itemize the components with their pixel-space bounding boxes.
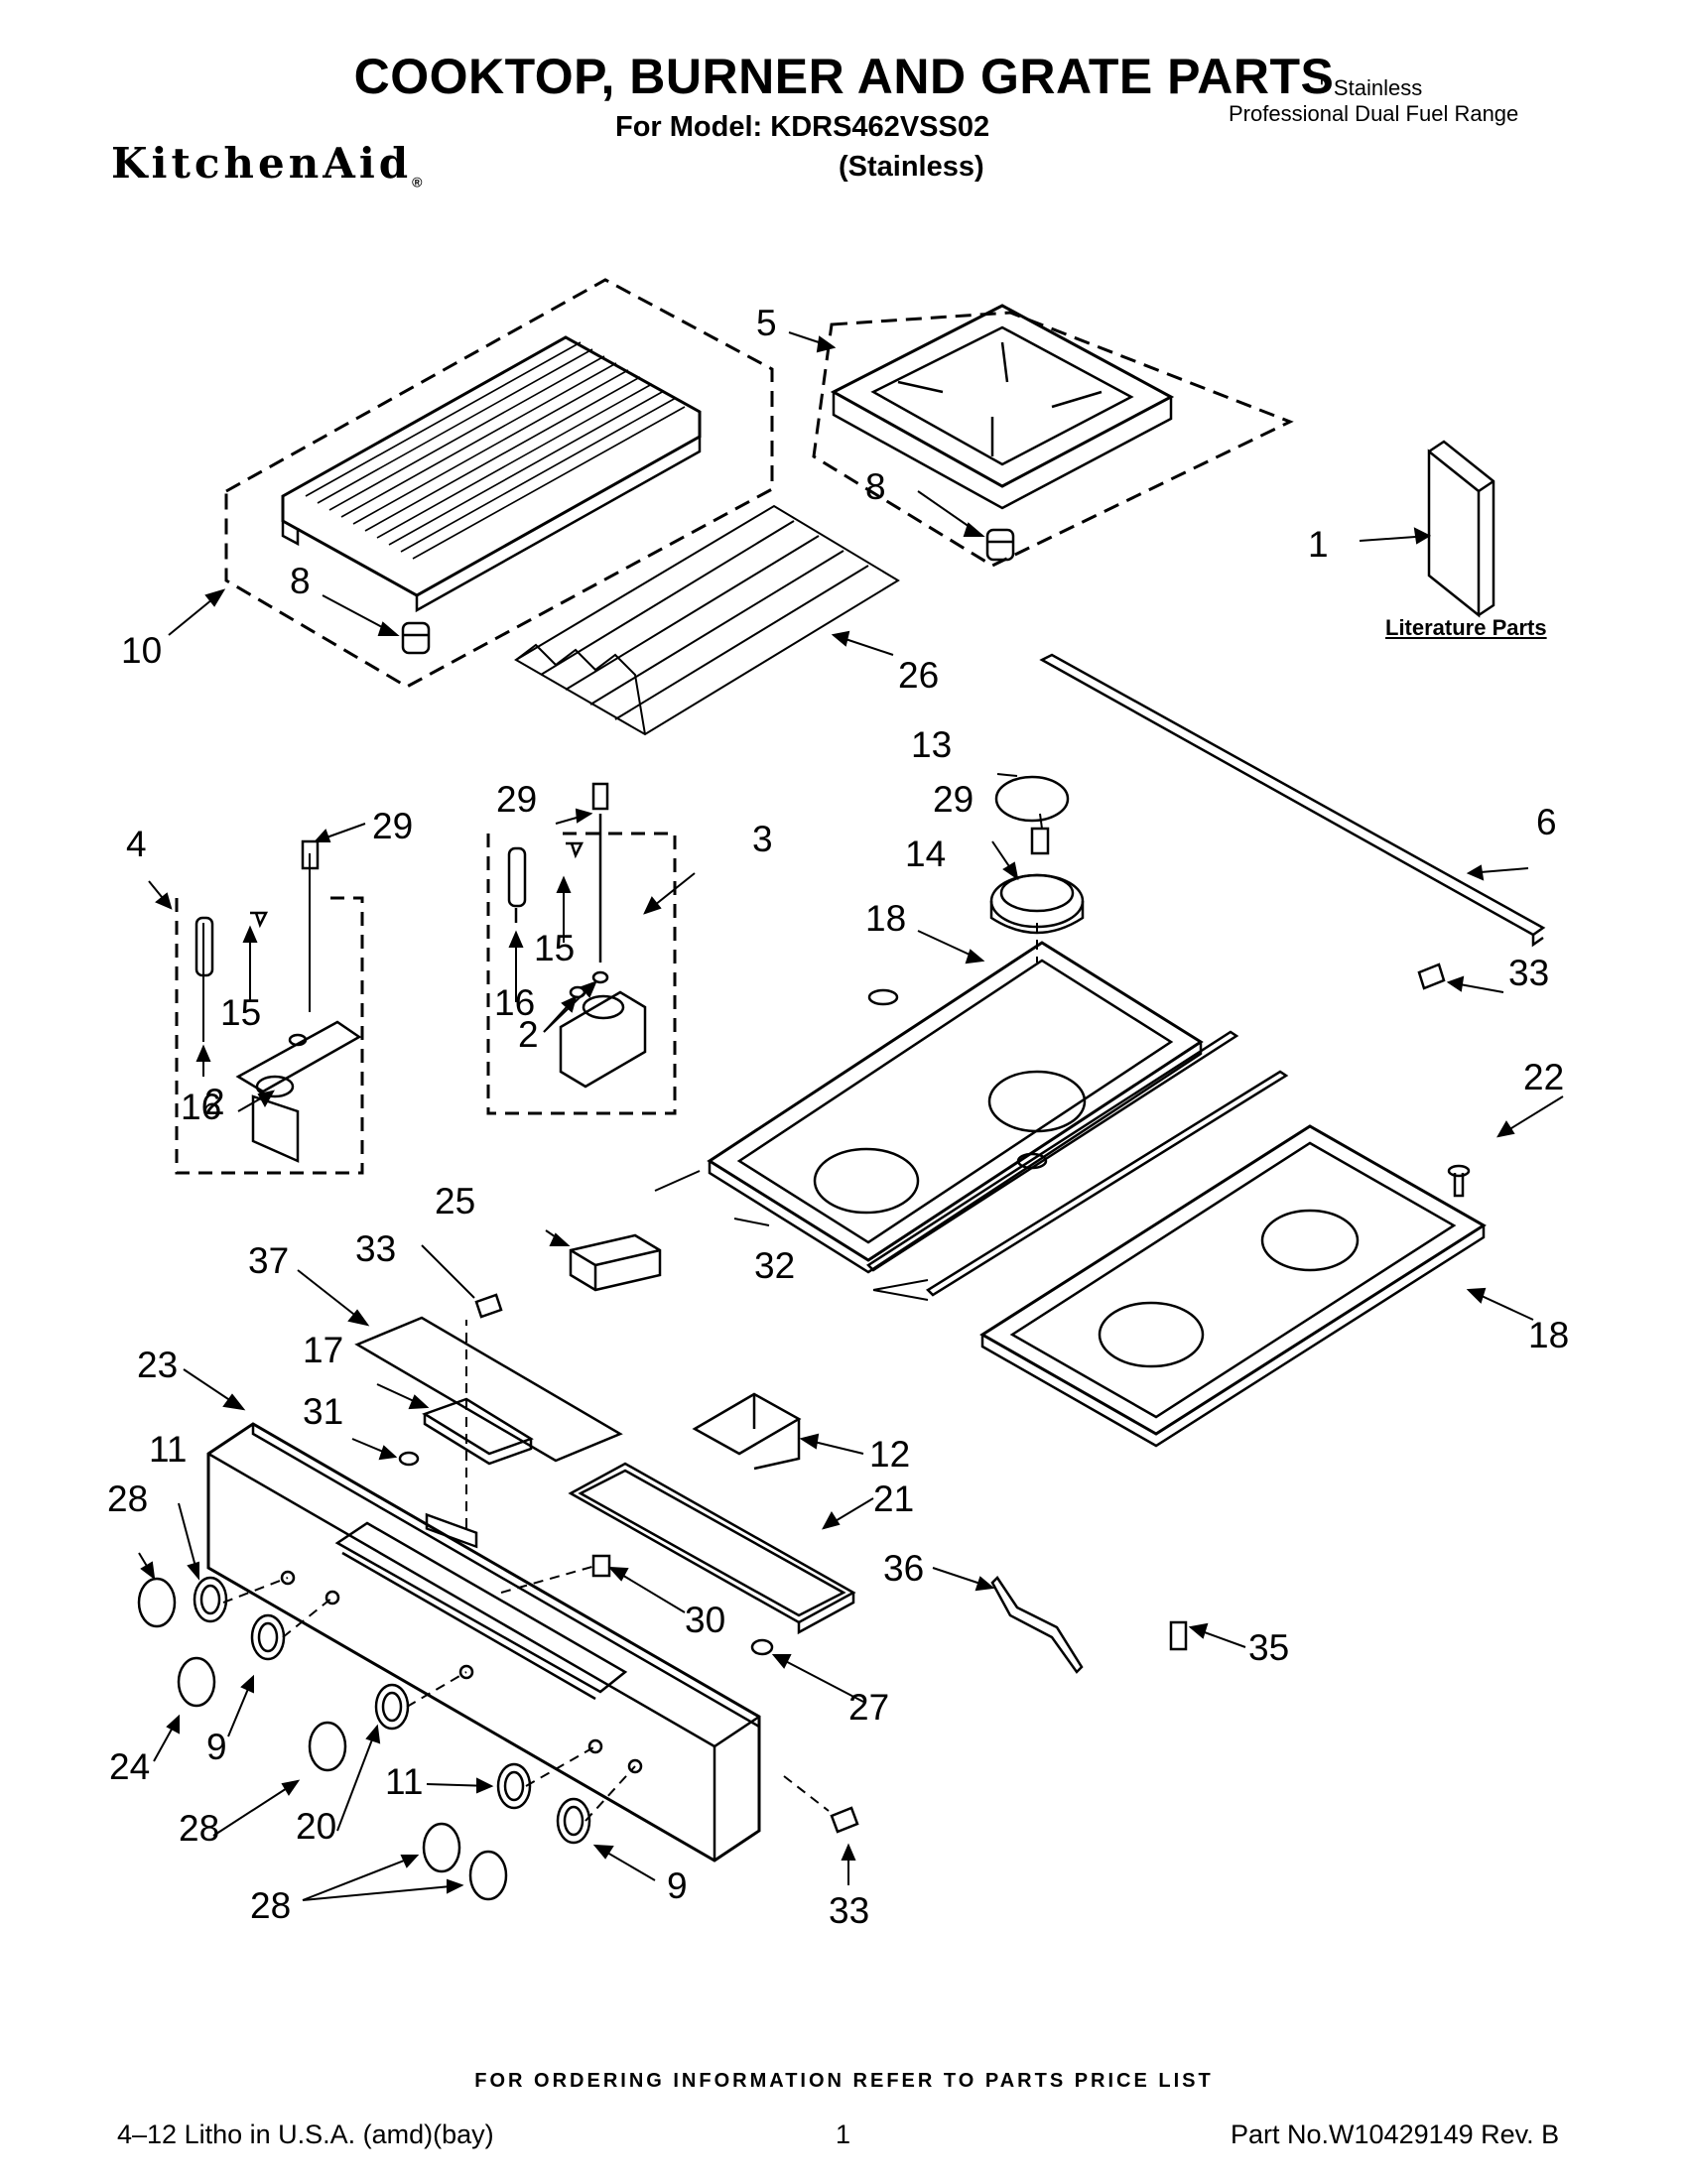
model-variant: (Stainless) [839, 151, 984, 183]
part-screw-35 [1169, 1620, 1188, 1651]
callout-23: 23 [137, 1345, 179, 1385]
callout-9: 9 [667, 1865, 688, 1906]
part-knobs [137, 1577, 508, 1901]
part-burner-tray-lower [979, 1124, 1487, 1448]
registered-mark: ® [412, 174, 423, 191]
callout-28: 28 [107, 1478, 149, 1519]
part-burner-cap [994, 775, 1070, 823]
brand-logo: KitchenAid® [111, 139, 422, 190]
callout-36: 36 [883, 1548, 925, 1589]
model-number: For Model: KDRS462VSS02 [615, 111, 990, 143]
callout-12: 12 [869, 1434, 911, 1475]
part-frame [568, 1462, 856, 1635]
part-connector-block [569, 1233, 662, 1292]
callout-37: 37 [248, 1240, 290, 1281]
callout-10: 10 [121, 630, 163, 671]
part-strips [866, 1030, 1289, 1297]
callout-3: 3 [752, 819, 773, 859]
callout-31: 31 [303, 1391, 344, 1432]
brand-logo-text: KitchenAid [111, 139, 413, 188]
callout-13: 13 [911, 724, 953, 765]
callout-15: 15 [220, 992, 262, 1033]
part-screws-29 [301, 827, 1050, 870]
leader-lines [138, 331, 1564, 1901]
part-valve-assembly-right [486, 782, 677, 1115]
callout-24: 24 [109, 1746, 151, 1787]
callout-26: 26 [898, 655, 940, 696]
part-number: Part No.W10429149 Rev. B [1231, 2120, 1560, 2149]
callout-33: 33 [829, 1890, 870, 1931]
part-control-board [422, 1397, 534, 1466]
part-griddle-grate [224, 278, 774, 689]
page-number: 1 [836, 2120, 851, 2149]
callout-6: 6 [1536, 802, 1557, 842]
part-burner-grate [812, 304, 1294, 568]
ordering-note: FOR ORDERING INFORMATION REFER TO PARTS … [474, 2070, 1214, 2092]
callout-5: 5 [756, 303, 777, 343]
range-description-line1: " Stainless [1320, 75, 1423, 100]
literature-parts-label: Literature Parts [1385, 615, 1547, 640]
callout-17: 17 [303, 1330, 344, 1370]
callout-30: 30 [685, 1600, 726, 1640]
callout-8: 8 [865, 466, 886, 507]
callout-4: 4 [126, 824, 147, 864]
callout-20: 20 [296, 1806, 337, 1847]
callout-11: 11 [385, 1761, 424, 1802]
callout-16: 16 [494, 982, 536, 1023]
callout-9: 9 [206, 1727, 227, 1767]
callout-29: 29 [496, 779, 538, 820]
part-screws-33 [474, 963, 1446, 1834]
callout-27: 27 [848, 1687, 890, 1728]
callout-21: 21 [873, 1478, 915, 1519]
callout-35: 35 [1248, 1627, 1290, 1668]
part-control-panel [206, 1422, 761, 1863]
callout-16: 16 [181, 1087, 222, 1127]
callout-33: 33 [355, 1228, 397, 1269]
part-valve-assembly-left [175, 853, 364, 1175]
callout-29: 29 [933, 779, 974, 820]
callout-28: 28 [179, 1808, 220, 1849]
part-switch [591, 1554, 611, 1578]
part-bracket [692, 1392, 802, 1471]
assembly-connector-lines [222, 923, 1038, 1822]
part-nut [750, 1638, 774, 1656]
callout-25: 25 [435, 1181, 476, 1221]
part-trim-strip [1039, 653, 1546, 948]
callout-32: 32 [754, 1245, 796, 1286]
part-screw-22 [1447, 1164, 1471, 1198]
callout-8: 8 [290, 561, 311, 601]
callout-22: 22 [1523, 1057, 1565, 1097]
range-description-line2: Professional Dual Fuel Range [1229, 101, 1519, 126]
callout-18: 18 [865, 898, 907, 939]
callout-2: 2 [518, 1014, 539, 1055]
callout-29: 29 [372, 806, 414, 846]
part-small-button [398, 1451, 420, 1467]
callout-14: 14 [905, 834, 947, 874]
callout-33: 33 [1508, 953, 1550, 993]
callout-15: 15 [534, 928, 576, 968]
callout-18: 18 [1528, 1315, 1570, 1355]
page-title: COOKTOP, BURNER AND GRATE PARTS [353, 49, 1335, 104]
part-literature [1427, 440, 1495, 618]
callout-11: 11 [149, 1429, 188, 1470]
part-heat-deflector [514, 504, 900, 736]
callout-28: 28 [250, 1885, 292, 1926]
callout-1: 1 [1308, 524, 1329, 565]
part-overlay-panel [354, 1316, 623, 1549]
litho-info: 4–12 Litho in U.S.A. (amd)(bay) [117, 2120, 494, 2149]
part-bracket-36 [990, 1576, 1084, 1674]
callout-2: 2 [204, 1082, 225, 1122]
